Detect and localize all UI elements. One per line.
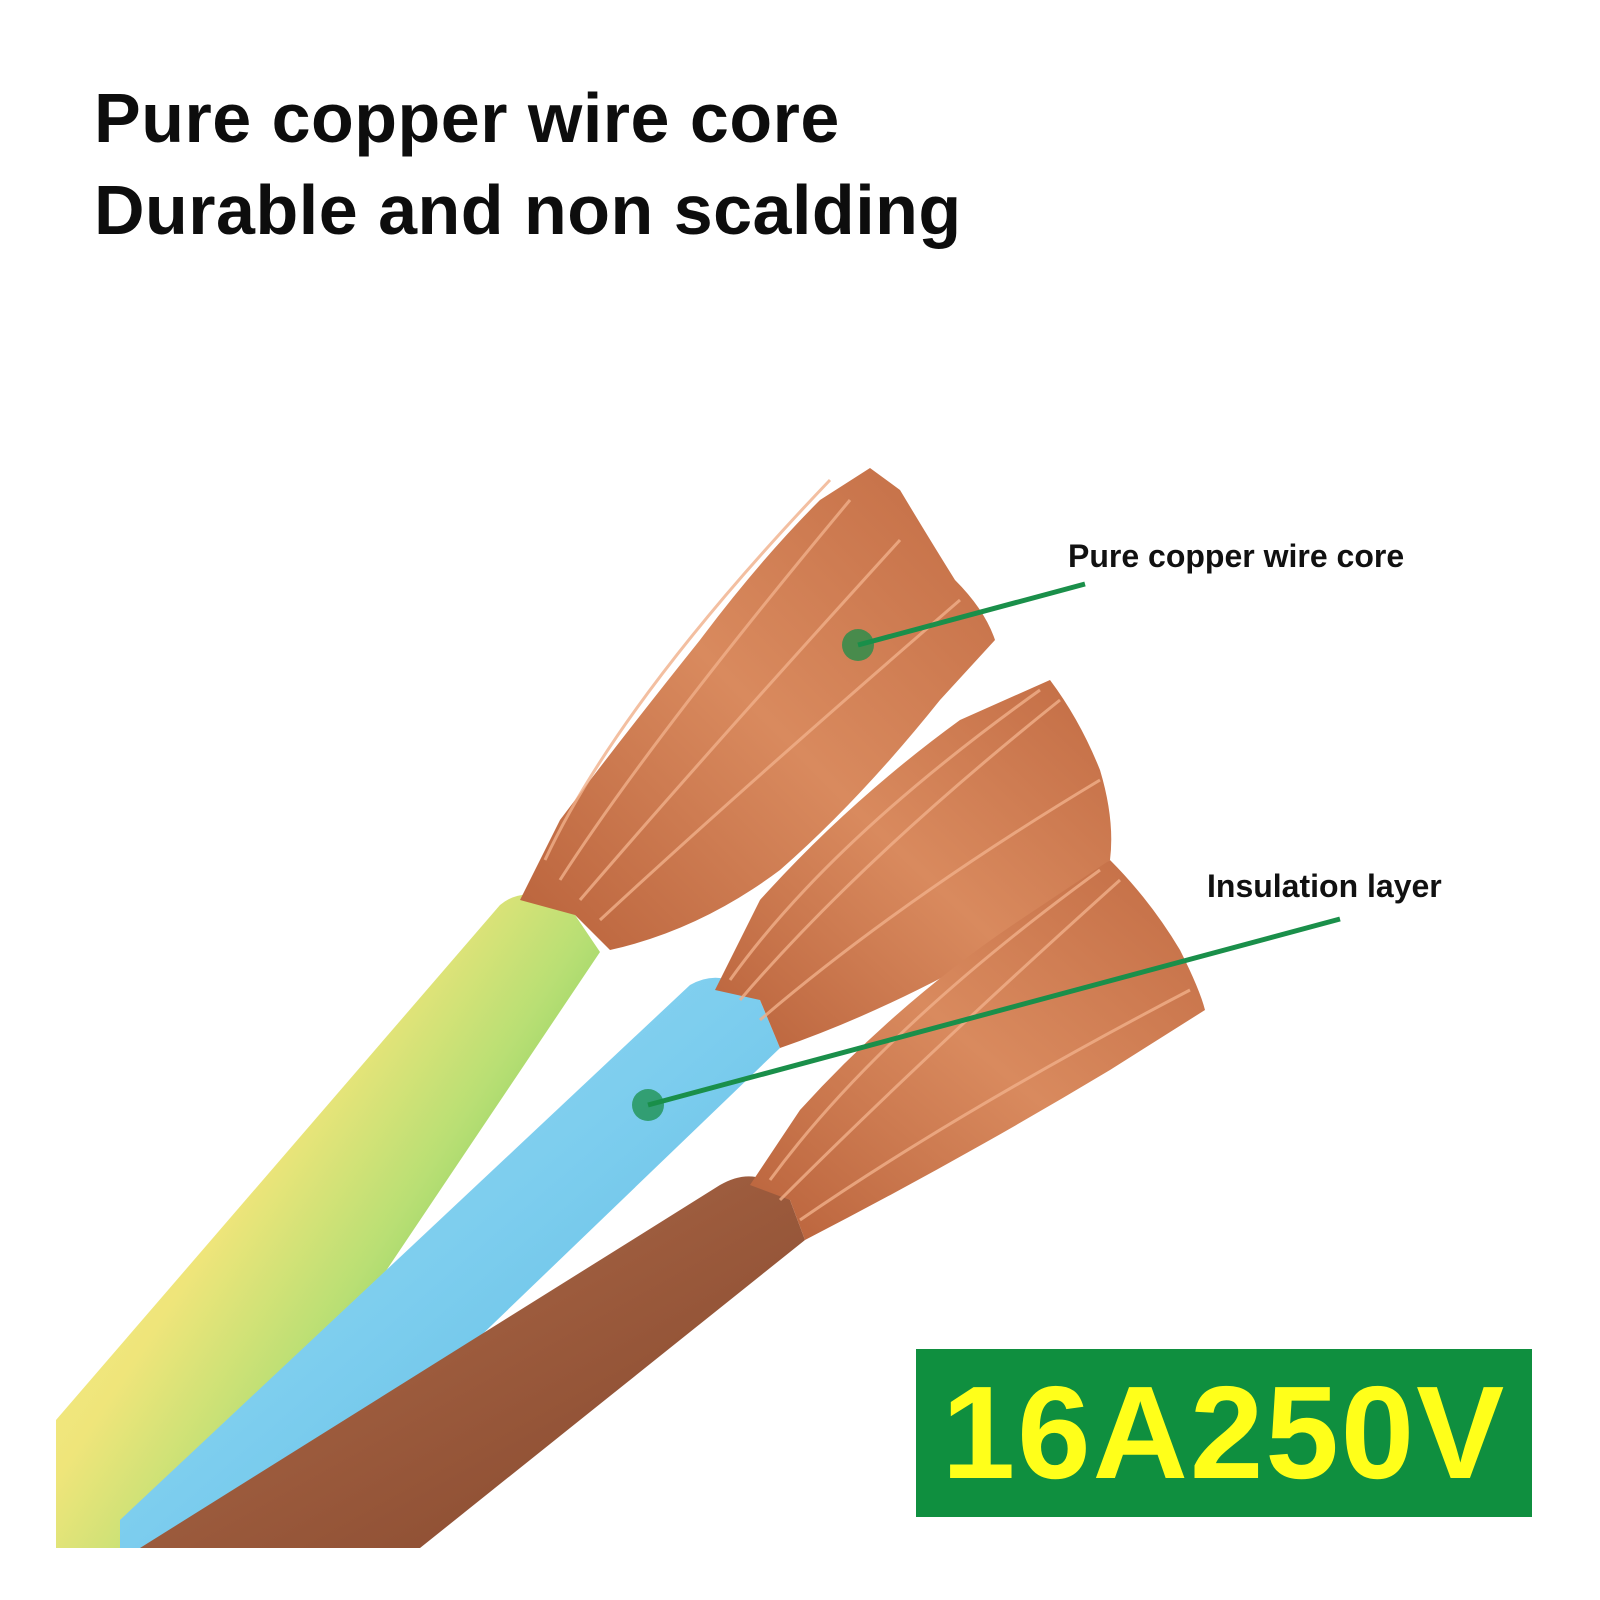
- rating-text: 16A250V: [941, 1359, 1507, 1506]
- callout-leader-core: [842, 581, 1086, 661]
- live-wire-copper-strands: [750, 860, 1205, 1240]
- callout-label-copper-core: Pure copper wire core: [1068, 538, 1405, 574]
- callout-leader-insulation: [632, 916, 1341, 1121]
- rating-badge: 16A250V: [916, 1349, 1532, 1517]
- neutral-wire-copper-strands: [715, 680, 1112, 1048]
- headline-line-1: Pure copper wire core: [94, 79, 840, 157]
- live-wire-insulation: [140, 1176, 805, 1548]
- live-wire: [140, 860, 1205, 1548]
- neutral-wire-insulation: [120, 977, 780, 1548]
- headline-line-2: Durable and non scalding: [94, 171, 962, 249]
- earth-wire-insulation: [56, 894, 600, 1548]
- callout-label-insulation: Insulation layer: [1207, 868, 1442, 904]
- headline: Pure copper wire core Durable and non sc…: [94, 72, 962, 256]
- earth-wire: [56, 468, 995, 1548]
- neutral-wire: [120, 680, 1112, 1548]
- earth-wire-copper-strands: [520, 468, 995, 950]
